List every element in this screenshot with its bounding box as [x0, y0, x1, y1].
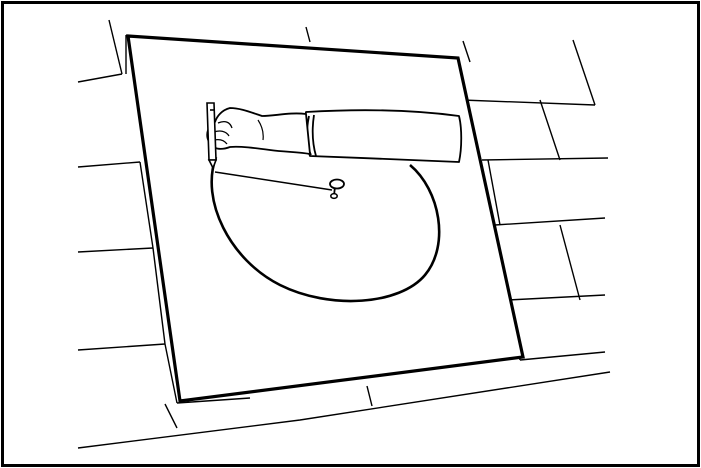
pencil-icon — [206, 102, 218, 170]
pushpin-icon — [329, 178, 345, 200]
floor-tiles — [77, 19, 611, 449]
board — [126, 34, 525, 403]
drawn-circle — [210, 156, 441, 303]
hand-icon — [206, 107, 463, 163]
radius-string — [214, 171, 333, 191]
